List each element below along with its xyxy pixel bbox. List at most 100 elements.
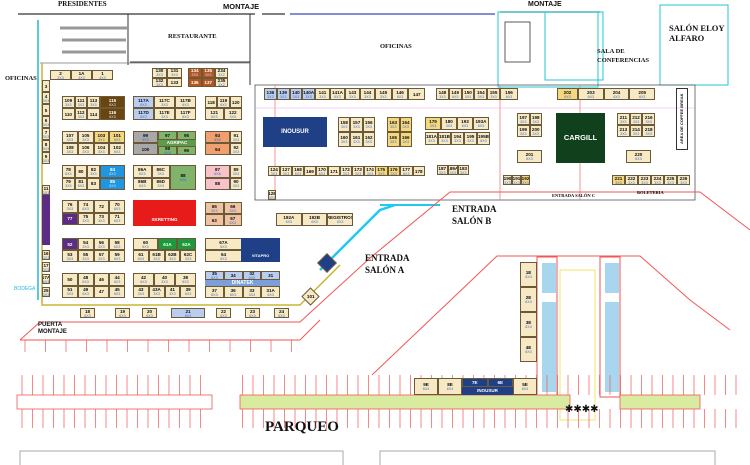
booth-118[interactable]: 118 — [205, 96, 218, 108]
booth-110[interactable]: 110 — [62, 108, 75, 120]
booth-7e[interactable]: 7E — [462, 378, 488, 387]
booth-178[interactable]: 178 — [412, 166, 425, 176]
booth-63[interactable]: 63 — [205, 214, 224, 226]
booth-147[interactable]: 147 — [408, 88, 426, 100]
booth-169[interactable]: 169 — [304, 166, 316, 176]
booth-83[interactable]: 83 — [87, 177, 100, 190]
booth-31[interactable]: 31 — [261, 271, 280, 280]
booth-133[interactable]: 133 — [167, 77, 182, 87]
booth-95[interactable]: 95 — [177, 131, 196, 140]
booth-34[interactable]: 34 — [223, 271, 243, 280]
booth-61a[interactable]: 61A — [158, 238, 177, 250]
booth-80[interactable]: 80 — [74, 165, 88, 178]
booth-6e[interactable]: 6E — [487, 378, 513, 387]
booth-100[interactable]: 100 — [133, 143, 158, 155]
booth-88[interactable]: 88 — [205, 177, 230, 190]
booth-52[interactable]: 52 — [62, 238, 78, 250]
exhibitor-inousur[interactable]: INOUSUR — [263, 117, 327, 147]
exhibitor-cargill[interactable]: CARGILL — [556, 113, 605, 163]
booth-47[interactable]: 47 — [93, 285, 110, 298]
exhibitor-skretting[interactable]: SKRETTING — [133, 200, 196, 226]
